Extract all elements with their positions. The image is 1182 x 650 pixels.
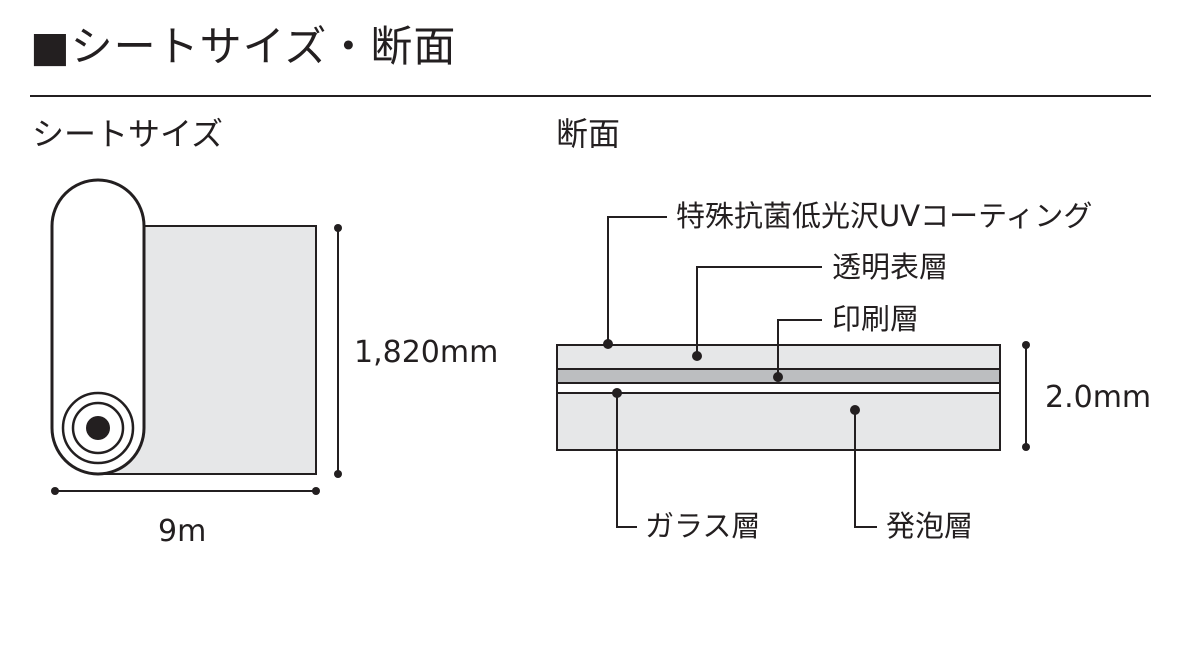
cross-section-heading: 断面 bbox=[556, 115, 621, 153]
width-dimension bbox=[51, 487, 320, 495]
foam-layer bbox=[556, 392, 1001, 451]
clear-surface-label: 透明表層 bbox=[832, 250, 949, 284]
print-layer-label: 印刷層 bbox=[832, 302, 920, 336]
leader-clear-surface bbox=[696, 266, 822, 356]
leader-dot-glass bbox=[612, 388, 622, 398]
leader-glass bbox=[616, 393, 637, 528]
height-dimension bbox=[334, 224, 342, 478]
uv-coating-label: 特殊抗菌低光沢UVコーティング bbox=[676, 199, 1093, 233]
leader-foam bbox=[854, 410, 877, 528]
roll-ring-inner bbox=[71, 401, 125, 455]
foam-layer-label: 発泡層 bbox=[886, 509, 974, 543]
title-divider bbox=[30, 95, 1151, 97]
leader-dot-clear-surface bbox=[692, 351, 702, 361]
sheet-height-label: 1,820mm bbox=[354, 335, 499, 370]
leader-dot-foam bbox=[850, 405, 860, 415]
leader-uv-coating bbox=[607, 216, 667, 344]
sheet-size-heading: シートサイズ bbox=[32, 115, 224, 153]
glass-layer bbox=[556, 382, 1001, 394]
thickness-dimension bbox=[1022, 341, 1030, 451]
leader-dot-print bbox=[773, 372, 783, 382]
leader-print bbox=[777, 319, 822, 377]
thickness-label: 2.0mm bbox=[1045, 380, 1152, 415]
sheet-roll-illustration bbox=[50, 178, 317, 476]
glass-layer-label: ガラス層 bbox=[645, 509, 761, 543]
page-title: ■シートサイズ・断面 bbox=[30, 22, 457, 71]
sheet-width-label: 9m bbox=[158, 514, 207, 549]
roll-ring-outer bbox=[61, 391, 135, 465]
leader-dot-uv-coating bbox=[603, 339, 613, 349]
roll-core bbox=[86, 416, 110, 440]
